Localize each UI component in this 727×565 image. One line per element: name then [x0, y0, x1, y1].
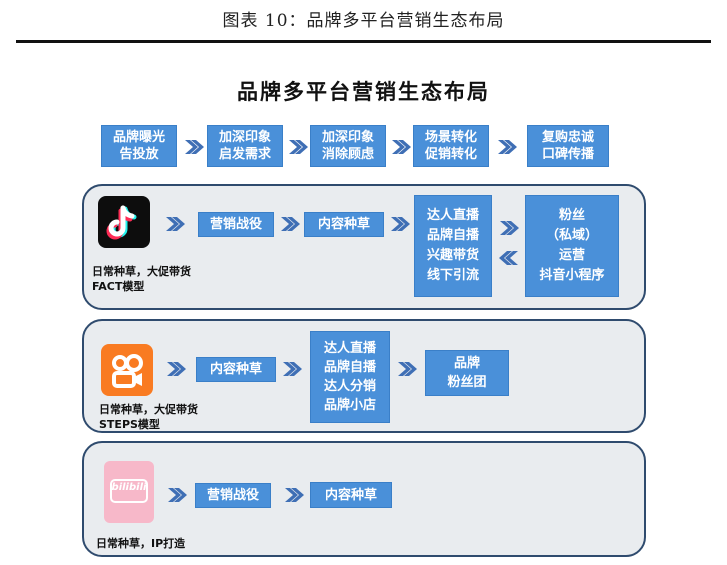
douyin-label-line2: FACT模型 — [92, 280, 145, 293]
chevron-left-icon — [499, 251, 518, 265]
kuaishou-live-box: 达人直播 品牌自播 达人分销 品牌小店 — [310, 331, 390, 423]
douyin-step-campaign-label: 营销战役 — [209, 217, 262, 232]
caption-rule — [16, 40, 711, 43]
flow-step-5-line2: 口碑传播 — [541, 147, 594, 162]
bilibili-step-campaign-label: 营销战役 — [206, 488, 259, 503]
douyin-step-campaign: 营销战役 — [198, 212, 274, 237]
douyin-fans-line3: 运营 — [558, 248, 585, 263]
chevron-right-icon — [392, 140, 411, 154]
kuaishou-live-line4: 品牌小店 — [323, 398, 376, 413]
douyin-live-line3: 兴趣带货 — [426, 248, 479, 263]
douyin-live-line2: 品牌自播 — [426, 228, 479, 243]
kuaishou-step-content-label: 内容种草 — [209, 362, 262, 377]
chevron-right-icon — [281, 217, 300, 231]
bilibili-logo-icon: bilibili — [104, 461, 154, 523]
douyin-fans-line4: 抖音小程序 — [539, 268, 605, 283]
flow-step-3-line2: 消除顾虑 — [321, 147, 374, 162]
flow-step-1-line2: 告投放 — [119, 147, 159, 162]
chevron-right-icon — [167, 362, 186, 376]
flow-step-2-line2: 启发需求 — [218, 147, 271, 162]
chevron-right-icon — [289, 140, 308, 154]
bilibili-step-content-label: 内容种草 — [324, 487, 377, 503]
flow-step-1-line1: 品牌曝光 — [112, 130, 165, 145]
chevron-right-icon — [398, 362, 417, 376]
chevron-right-icon — [498, 140, 517, 154]
kuaishou-label: 日常种草，大促带货 STEPS模型 — [99, 402, 198, 432]
chevron-right-icon — [391, 217, 410, 231]
chevron-right-icon — [285, 488, 304, 502]
kuaishou-step-content: 内容种草 — [196, 357, 276, 382]
flow-step-3-line1: 加深印象 — [321, 130, 374, 145]
flow-step-2: 加深印象 启发需求 — [207, 125, 283, 167]
douyin-step-content: 内容种草 — [304, 212, 384, 237]
flow-step-1: 品牌曝光 告投放 — [101, 125, 177, 167]
kuaishou-fans-line2: 粉丝团 — [447, 375, 487, 390]
douyin-live-line1: 达人直播 — [426, 208, 479, 223]
douyin-step-content-label: 内容种草 — [317, 217, 370, 232]
chevron-right-icon — [168, 488, 187, 502]
douyin-fans-line1: 粉丝 — [558, 208, 585, 223]
kuaishou-fans-line1: 品牌 — [453, 356, 480, 371]
douyin-fans-box: 粉丝 （私域） 运营 抖音小程序 — [525, 195, 619, 297]
flow-step-4-line2: 促销转化 — [424, 147, 477, 162]
douyin-note-icon — [98, 196, 150, 248]
kuaishou-live-line2: 品牌自播 — [323, 360, 376, 375]
flow-step-2-line1: 加深印象 — [218, 130, 271, 145]
douyin-live-line4: 线下引流 — [426, 268, 479, 283]
bilibili-label: 日常种草，IP打造 — [96, 536, 185, 551]
bilibili-label-line1: 日常种草，IP打造 — [96, 537, 186, 550]
douyin-live-box: 达人直播 品牌自播 兴趣带货 线下引流 — [414, 195, 492, 297]
bilibili-logo-text: bilibili — [111, 482, 147, 493]
diagram-title: 品牌多平台营销生态布局 — [237, 79, 490, 104]
douyin-label: 日常种草，大促带货 FACT模型 — [92, 264, 191, 294]
kuaishou-label-line1: 日常种草，大促带货 — [99, 403, 198, 416]
figure-caption: 图表 10：品牌多平台营销生态布局 — [222, 11, 505, 31]
kuaishou-live-line3: 达人分销 — [323, 379, 376, 394]
bilibili-step-content: 内容种草 — [310, 482, 392, 508]
kuaishou-camera-icon — [101, 344, 153, 396]
chevron-right-icon — [500, 221, 519, 235]
kuaishou-live-line1: 达人直播 — [323, 341, 376, 356]
douyin-fans-line2: （私域） — [545, 228, 598, 243]
bilibili-step-campaign: 营销战役 — [195, 483, 271, 508]
kuaishou-label-line2: STEPS模型 — [99, 418, 160, 431]
chevron-right-icon — [166, 217, 185, 231]
flow-step-5: 复购忠诚 口碑传播 — [527, 125, 609, 167]
chevron-right-icon — [185, 140, 204, 154]
flow-step-4: 场景转化 促销转化 — [413, 125, 489, 167]
douyin-label-line1: 日常种草，大促带货 — [92, 265, 191, 278]
flow-step-3: 加深印象 消除顾虑 — [310, 125, 386, 167]
flow-step-5-line1: 复购忠诚 — [541, 130, 594, 145]
flow-step-4-line1: 场景转化 — [424, 130, 477, 145]
kuaishou-fans-box: 品牌 粉丝团 — [425, 350, 509, 396]
chevron-right-icon — [283, 362, 302, 376]
